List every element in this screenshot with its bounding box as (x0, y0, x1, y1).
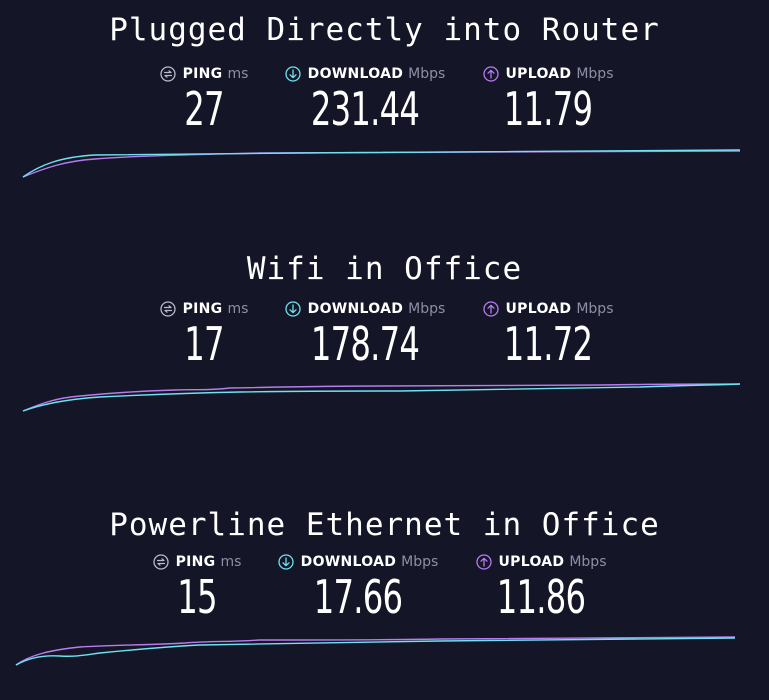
download-unit: Mbps (401, 554, 439, 570)
ping-icon (159, 66, 176, 82)
download-arrow-icon (278, 554, 294, 570)
download-header: DOWNLOAD Mbps (282, 301, 448, 317)
download-speed-line (15, 637, 736, 666)
test-title: Powerline Ethernet in Office (109, 507, 660, 543)
upload-arrow-icon (475, 554, 492, 570)
upload-arrow-icon (482, 66, 499, 82)
speed-graph (22, 149, 741, 178)
upload-speed-line (22, 383, 741, 412)
test-result-router: Plugged Directly into Router PING ms 27 … (0, 0, 769, 200)
upload-unit: Mbps (569, 554, 607, 570)
download-label: DOWNLOAD (307, 66, 404, 82)
upload-value: 11.86 (496, 570, 586, 624)
download-unit: Mbps (408, 301, 446, 317)
download-speed-line (22, 383, 741, 412)
upload-speed-line (15, 636, 736, 666)
ping-label: PING (182, 66, 223, 82)
download-arrow-icon (285, 66, 301, 82)
download-header: DOWNLOAD Mbps (282, 66, 448, 82)
ping-header: PING ms (158, 301, 250, 317)
ping-header: PING ms (158, 66, 250, 82)
upload-metric: UPLOAD Mbps 11.86 (473, 554, 609, 620)
ping-label: PING (175, 554, 216, 570)
upload-unit: Mbps (576, 301, 614, 317)
download-label: DOWNLOAD (307, 301, 404, 317)
ping-icon (152, 554, 169, 570)
ping-metric: PING ms 27 (158, 66, 250, 132)
ping-label: PING (182, 301, 223, 317)
download-metric: DOWNLOAD Mbps 17.66 (275, 554, 441, 620)
ping-unit: ms (227, 66, 249, 82)
upload-label: UPLOAD (505, 66, 572, 82)
test-title: Plugged Directly into Router (109, 12, 660, 48)
download-speed-line (22, 149, 741, 178)
download-label: DOWNLOAD (300, 554, 397, 570)
ping-unit: ms (220, 554, 242, 570)
ping-value: 17 (184, 317, 224, 371)
download-metric: DOWNLOAD Mbps 231.44 (282, 66, 448, 132)
ping-unit: ms (227, 301, 249, 317)
upload-metric: UPLOAD Mbps 11.79 (480, 66, 616, 132)
download-metric: DOWNLOAD Mbps 178.74 (282, 301, 448, 367)
upload-header: UPLOAD Mbps (473, 554, 609, 570)
ping-value: 15 (177, 570, 217, 624)
upload-arrow-icon (482, 301, 499, 317)
upload-value: 11.72 (503, 317, 593, 371)
download-value: 17.66 (313, 570, 403, 624)
ping-metric: PING ms 15 (151, 554, 243, 620)
download-value: 178.74 (310, 317, 420, 371)
upload-value: 11.79 (503, 82, 593, 136)
upload-unit: Mbps (576, 66, 614, 82)
speed-graph (15, 636, 736, 666)
upload-metric: UPLOAD Mbps 11.72 (480, 301, 616, 367)
test-title: Wifi in Office (246, 251, 523, 287)
test-result-wifi: Wifi in Office PING ms 17 DOWNLOAD Mbps (22, 251, 741, 412)
ping-metric: PING ms 17 (158, 301, 250, 367)
upload-header: UPLOAD Mbps (480, 301, 616, 317)
upload-label: UPLOAD (505, 301, 572, 317)
speed-graph (22, 383, 741, 412)
download-arrow-icon (285, 301, 301, 317)
download-header: DOWNLOAD Mbps (275, 554, 441, 570)
ping-value: 27 (184, 82, 224, 136)
ping-header: PING ms (151, 554, 243, 570)
download-value: 231.44 (310, 82, 420, 136)
download-unit: Mbps (408, 66, 446, 82)
upload-label: UPLOAD (498, 554, 565, 570)
upload-header: UPLOAD Mbps (480, 66, 616, 82)
ping-icon (159, 301, 176, 317)
